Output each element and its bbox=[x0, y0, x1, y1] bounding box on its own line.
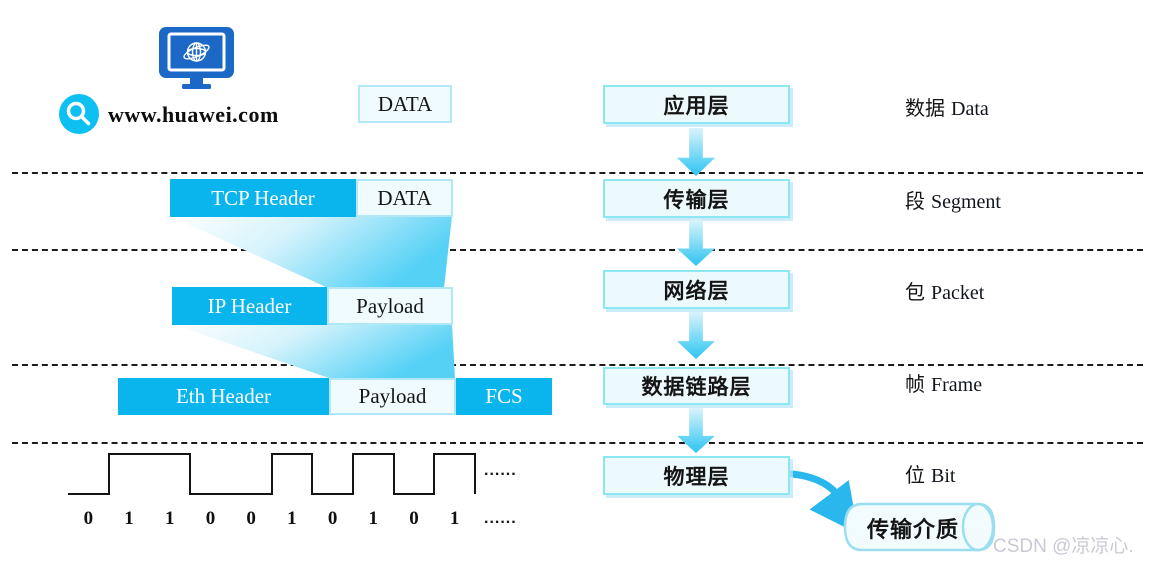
ip-payload-box: Payload bbox=[327, 287, 453, 325]
layer-box-transport: 传输层 bbox=[603, 179, 790, 218]
layer-boundary-line-2 bbox=[12, 249, 1143, 251]
down-arrow-icon bbox=[677, 128, 715, 176]
bit-value: 1 bbox=[165, 508, 175, 529]
pdu-label-packet: 包 Packet bbox=[905, 276, 985, 304]
layer-boundary-line-3 bbox=[12, 364, 1143, 366]
pdu-en: Data bbox=[951, 98, 989, 120]
data-box: DATA bbox=[358, 85, 452, 123]
waveform-ellipsis: ...... bbox=[484, 462, 517, 479]
pdu-label-frame: 帧 Frame bbox=[905, 368, 983, 396]
down-arrow-icon bbox=[677, 312, 715, 359]
globe-monitor-icon bbox=[159, 27, 234, 89]
layer-box-datalink: 数据链路层 bbox=[603, 367, 790, 405]
tcp-payload-box: DATA bbox=[356, 179, 453, 217]
bit-value: 1 bbox=[124, 508, 134, 529]
pdu-label-data: 数据 Data bbox=[905, 92, 989, 120]
encapsulation-funnel-ip-to-eth bbox=[172, 324, 455, 379]
pdu-zh: 帧 bbox=[905, 374, 925, 396]
layer-boundary-line-1 bbox=[12, 172, 1143, 174]
ip-header-box: IP Header bbox=[172, 287, 327, 325]
fcs-box: FCS bbox=[456, 378, 552, 415]
client-url-text: www.huawei.com bbox=[108, 102, 279, 127]
layer-boundary-line-4 bbox=[12, 442, 1143, 444]
pdu-en: Frame bbox=[931, 374, 983, 396]
pdu-zh: 位 bbox=[905, 465, 925, 487]
eth-payload-box: Payload bbox=[329, 378, 456, 415]
watermark: CSDN @凉凉心. bbox=[993, 536, 1134, 557]
bit-values-row: 0 1 1 0 0 1 0 1 0 1 bbox=[68, 508, 475, 530]
bit-waveform bbox=[68, 453, 476, 495]
bit-value: 0 bbox=[205, 508, 216, 529]
search-icon bbox=[59, 94, 99, 134]
tcp-header-box: TCP Header bbox=[170, 179, 356, 217]
pdu-en: Segment bbox=[931, 191, 1001, 213]
layer-box-application: 应用层 bbox=[603, 85, 790, 124]
pdu-zh: 段 bbox=[905, 191, 925, 213]
curved-arrow-to-medium bbox=[788, 470, 859, 535]
bit-value: 0 bbox=[246, 508, 256, 529]
pdu-label-bit: 位 Bit bbox=[905, 459, 956, 487]
bit-value: 0 bbox=[327, 508, 338, 529]
layer-box-network: 网络层 bbox=[603, 270, 790, 309]
bit-value: 1 bbox=[287, 508, 297, 529]
bit-value: 0 bbox=[409, 508, 419, 529]
layer-box-physical: 物理层 bbox=[603, 456, 790, 495]
eth-header-box: Eth Header bbox=[118, 378, 329, 415]
encapsulation-funnel-tcp-to-ip bbox=[170, 216, 452, 288]
down-arrow-icon bbox=[677, 220, 715, 266]
bit-value: 1 bbox=[368, 508, 379, 529]
bits-ellipsis: ...... bbox=[484, 510, 517, 527]
bit-value: 0 bbox=[83, 508, 94, 529]
transmission-medium-label: 传输介质 bbox=[866, 517, 959, 542]
pdu-label-segment: 段 Segment bbox=[905, 185, 1001, 213]
down-arrow-icon bbox=[677, 408, 715, 453]
bit-value: 1 bbox=[449, 508, 460, 529]
pdu-en: Bit bbox=[931, 465, 956, 487]
pdu-zh: 数据 bbox=[905, 98, 945, 120]
pdu-zh: 包 bbox=[905, 282, 925, 304]
pdu-en: Packet bbox=[931, 282, 985, 304]
